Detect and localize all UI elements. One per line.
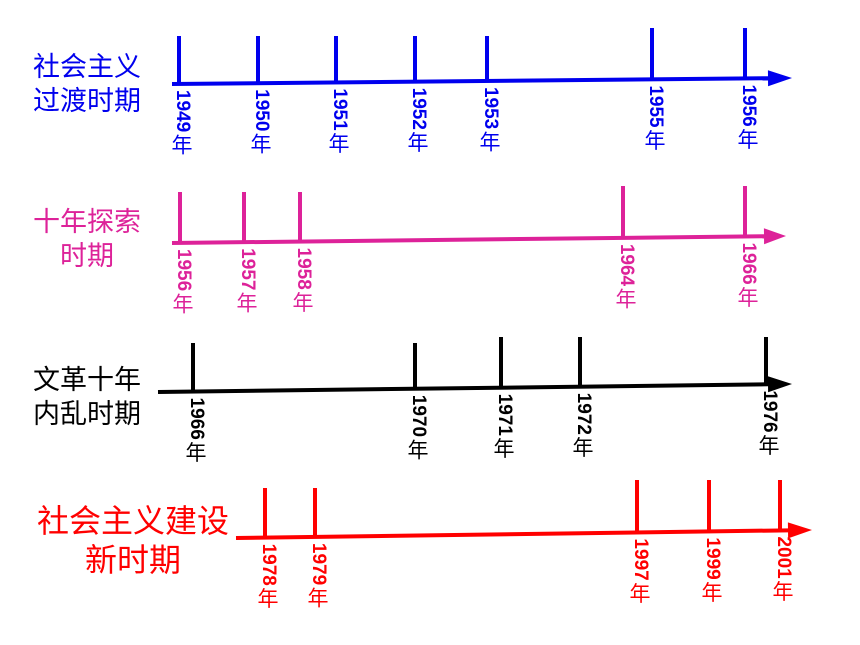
year-suffix: 年 xyxy=(251,133,272,157)
year-suffix: 年 xyxy=(573,436,594,460)
year-label-1952: 1952 xyxy=(408,88,429,130)
year-label-1971: 1971 xyxy=(494,394,515,437)
year-suffix: 年 xyxy=(173,292,194,316)
period-title-line-2: 时期 xyxy=(60,241,114,272)
year-label-2001: 2001 xyxy=(773,536,794,579)
year-suffix: 年 xyxy=(237,292,258,316)
year-label-1997: 1997 xyxy=(630,538,651,580)
year-suffix: 年 xyxy=(738,128,759,152)
year-label-1966: 1966 xyxy=(186,398,207,440)
year-suffix: 年 xyxy=(308,586,329,610)
year-label-1957: 1957 xyxy=(237,248,258,290)
year-suffix: 年 xyxy=(293,291,314,315)
timeline-axis xyxy=(171,76,769,86)
axis-arrow-head xyxy=(767,70,792,87)
year-suffix: 年 xyxy=(408,131,429,155)
year-label-1953: 1953 xyxy=(480,87,501,129)
year-label-1972: 1972 xyxy=(573,393,594,435)
axis-arrow-head xyxy=(767,376,792,393)
axis-arrow-head xyxy=(787,522,812,539)
year-suffix: 年 xyxy=(759,434,780,458)
timeline-axis xyxy=(235,528,789,540)
year-suffix: 年 xyxy=(172,133,193,157)
period-title-line-2: 新时期 xyxy=(85,541,181,579)
year-label-1956: 1956 xyxy=(738,84,759,126)
year-suffix: 年 xyxy=(616,287,637,311)
year-label-1976: 1976 xyxy=(759,390,780,432)
period-title-line-1: 社会主义建设 xyxy=(37,502,229,540)
year-suffix: 年 xyxy=(329,132,350,156)
year-suffix: 年 xyxy=(186,441,207,465)
year-label-1979: 1979 xyxy=(308,543,329,585)
year-suffix: 年 xyxy=(645,129,666,153)
year-label-1999: 1999 xyxy=(702,537,723,579)
year-label-1956: 1956 xyxy=(173,249,194,291)
year-label-1949: 1949 xyxy=(172,90,193,132)
period-title-line-2: 内乱时期 xyxy=(33,399,141,430)
year-label-1978: 1978 xyxy=(258,544,279,586)
year-label-1966: 1966 xyxy=(738,242,759,284)
year-suffix: 年 xyxy=(773,580,794,604)
period-title-line-1: 十年探索 xyxy=(33,207,141,238)
timeline-axis xyxy=(171,234,765,245)
year-suffix: 年 xyxy=(702,581,723,605)
year-label-1970: 1970 xyxy=(408,395,429,437)
year-suffix: 年 xyxy=(738,286,759,310)
year-suffix: 年 xyxy=(408,438,429,462)
year-suffix: 年 xyxy=(258,587,279,611)
year-label-1955: 1955 xyxy=(645,85,666,128)
timeline-axis xyxy=(157,382,769,394)
year-suffix: 年 xyxy=(630,582,651,606)
period-title-line-1: 社会主义 xyxy=(33,52,141,83)
year-label-1958: 1958 xyxy=(293,248,314,290)
period-title-line-2: 过渡时期 xyxy=(33,86,141,117)
year-label-1964: 1964 xyxy=(616,244,637,287)
year-suffix: 年 xyxy=(480,130,501,154)
year-label-1951: 1951 xyxy=(329,88,350,131)
year-suffix: 年 xyxy=(494,437,515,461)
period-title-line-1: 文革十年 xyxy=(33,365,141,396)
axis-arrow-head xyxy=(763,228,786,245)
year-label-1950: 1950 xyxy=(251,89,272,131)
